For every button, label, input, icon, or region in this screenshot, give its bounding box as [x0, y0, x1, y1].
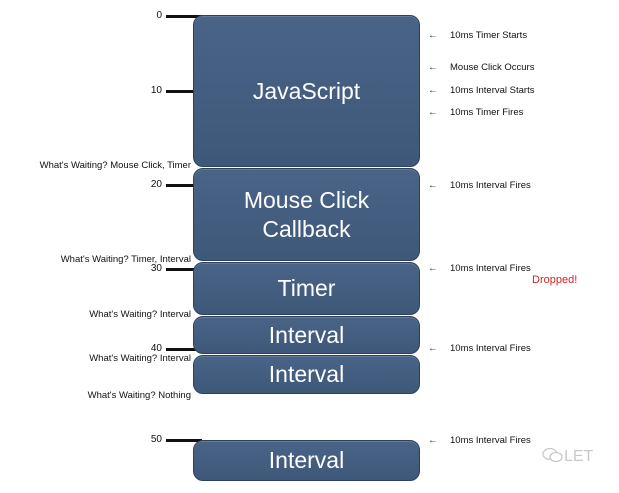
timer-block: Timer [193, 262, 420, 315]
tick-mark-0 [166, 15, 202, 18]
mouse-click-callback-block: Mouse Click Callback [193, 168, 420, 261]
waiting-label: What's Waiting? Mouse Click, Timer [39, 160, 191, 171]
waiting-label: What's Waiting? Interval [89, 353, 191, 364]
event-interval-fires: ← 10ms Interval Fires [428, 435, 531, 447]
event-label: 10ms Interval Fires [450, 180, 531, 191]
event-label: 10ms Interval Fires [450, 343, 531, 354]
dropped-label: Dropped! [532, 274, 578, 286]
left-arrow-icon: ← [428, 107, 438, 118]
event-label: Mouse Click Occurs [450, 62, 535, 73]
tick-mark-20 [166, 184, 202, 187]
left-arrow-icon: ← [428, 180, 438, 191]
tick-label-30: 30 [150, 263, 162, 274]
event-mouse-click-occurs: ← Mouse Click Occurs [428, 62, 534, 74]
tick-mark-30 [166, 268, 202, 271]
tick-label-50: 50 [150, 434, 162, 445]
left-arrow-icon: ← [428, 30, 438, 41]
interval-block-2: Interval [193, 355, 420, 394]
tick-label-0: 0 [156, 10, 162, 21]
waiting-label: What's Waiting? Timer, Interval [60, 254, 191, 265]
javascript-block: JavaScript [193, 15, 420, 167]
waiting-label: What's Waiting? Nothing [87, 390, 191, 401]
event-label: 10ms Interval Starts [450, 85, 535, 96]
event-label: 10ms Timer Starts [450, 30, 528, 41]
left-arrow-icon: ← [428, 343, 438, 354]
left-arrow-icon: ← [428, 62, 438, 73]
waiting-label: What's Waiting? Interval [89, 309, 191, 320]
left-arrow-icon: ← [428, 435, 438, 446]
chat-bubble-icon [542, 447, 563, 463]
tick-mark-10 [166, 90, 202, 93]
tick-label-10: 10 [150, 85, 162, 96]
tick-mark-40 [166, 348, 202, 351]
event-interval-fires: ← 10ms Interval Fires [428, 343, 531, 355]
interval-block-1: Interval [193, 316, 420, 354]
event-label: 10ms Interval Fires [450, 435, 531, 446]
left-arrow-icon: ← [428, 85, 438, 96]
tick-mark-50 [166, 439, 202, 442]
event-label: 10ms Timer Fires [450, 107, 524, 118]
event-timer-fires: ← 10ms Timer Fires [428, 107, 523, 119]
tick-label-40: 40 [150, 343, 162, 354]
event-interval-fires: ← 10ms Interval Fires [428, 180, 531, 192]
event-label: 10ms Interval Fires [450, 263, 531, 274]
interval-block-3: Interval [193, 440, 420, 481]
watermark-text: LET [564, 448, 594, 465]
watermark: LET [542, 447, 593, 466]
event-timer-starts: ← 10ms Timer Starts [428, 30, 527, 42]
event-interval-fires: ← 10ms Interval Fires [428, 263, 531, 275]
tick-label-20: 20 [150, 179, 162, 190]
left-arrow-icon: ← [428, 263, 438, 274]
event-interval-starts: ← 10ms Interval Starts [428, 85, 534, 97]
